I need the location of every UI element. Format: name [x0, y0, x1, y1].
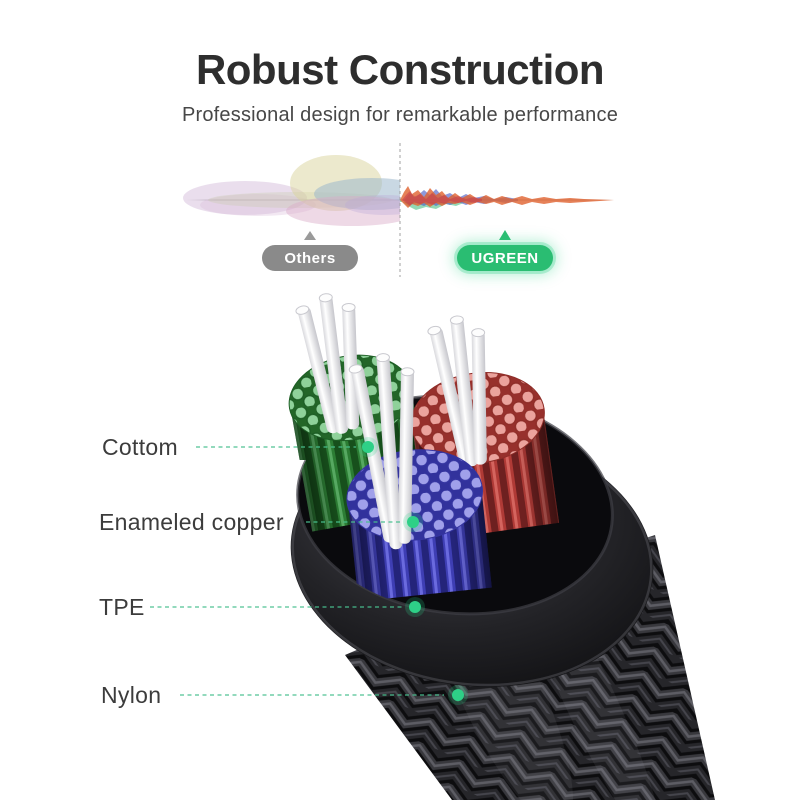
nylon-dot	[448, 685, 468, 705]
waveform-comparison	[183, 143, 614, 277]
others-badge: Others	[262, 245, 358, 271]
others-waveform	[183, 155, 400, 226]
cable-graphic	[150, 293, 715, 800]
callout-dots	[358, 437, 468, 705]
cotton-dot	[358, 437, 378, 457]
material-label-nylon: Nylon	[101, 682, 162, 708]
ugreen-badge: UGREEN	[457, 245, 553, 271]
material-label-copper: Enameled copper	[99, 509, 284, 535]
others-badge-label: Others	[284, 249, 336, 267]
material-label-tpe: TPE	[99, 594, 145, 620]
ugreen-waveform	[400, 186, 614, 210]
copper-dot	[403, 512, 423, 532]
ugreen-badge-label: UGREEN	[471, 249, 539, 267]
material-label-cotton: Cottom	[102, 434, 178, 460]
ugreen-pointer-icon	[499, 230, 511, 240]
blue-wire-bundle	[346, 353, 492, 602]
cotton-threads-red	[427, 315, 487, 467]
cotton-threads-blue	[348, 353, 415, 550]
cotton-threads-green	[295, 293, 360, 434]
page-subtitle: Professional design for remarkable perfo…	[181, 104, 619, 126]
others-pointer-icon	[304, 231, 316, 240]
tpe-dot	[405, 597, 425, 617]
callout-lines	[150, 446, 444, 696]
page-title: Robust Construction	[195, 46, 605, 93]
